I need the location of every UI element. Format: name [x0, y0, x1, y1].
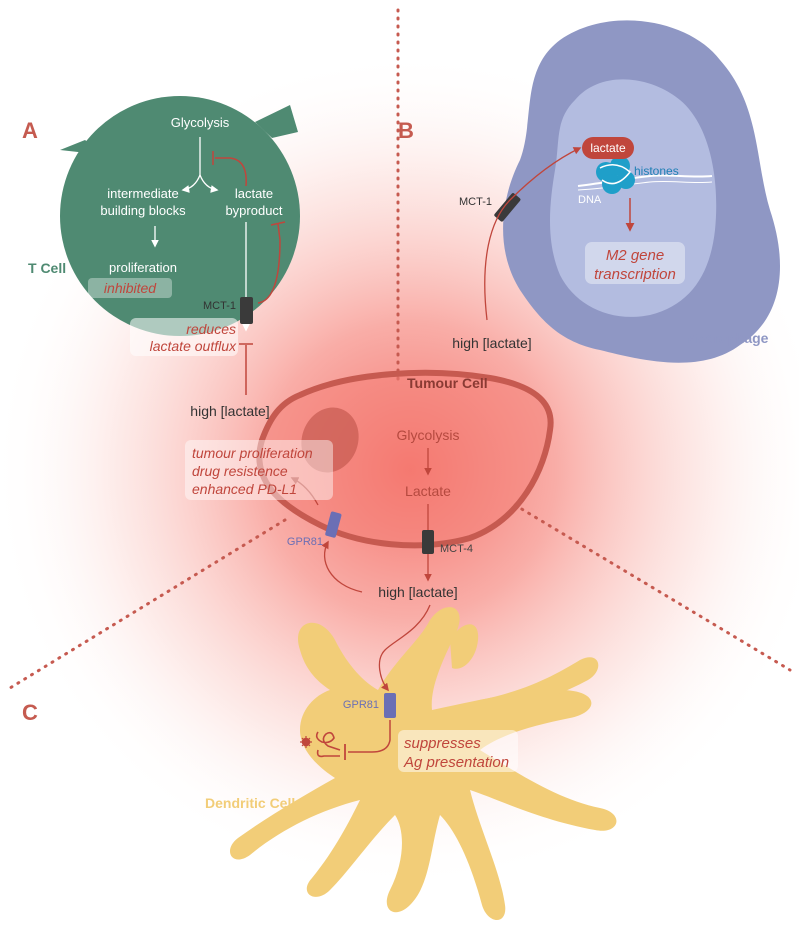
- dendritic-effect-line2: Ag presentation: [403, 754, 509, 771]
- t-cell-inhibition-arrows: [212, 151, 286, 395]
- macrophage-uptake-arrow: [484, 147, 582, 321]
- t-cell-glycolysis: Glycolysis: [171, 115, 230, 130]
- nucleus-lactate-label: lactate: [590, 141, 626, 155]
- divider-lines: [8, 8, 792, 690]
- t-cell: [60, 96, 300, 336]
- dna-strand-2: [577, 180, 713, 191]
- histone-cluster: [596, 156, 635, 194]
- tumour-effect-3: enhanced PD-L1: [192, 481, 297, 497]
- t-cell-mct1-label: MCT-1: [203, 300, 236, 312]
- macrophage-mct1-label: MCT-1: [459, 196, 492, 208]
- tumour-high-lactate: high [lactate]: [378, 584, 457, 600]
- macrophage-mct1-transporter: [494, 193, 521, 222]
- t-cell-body: [60, 96, 300, 336]
- t-cell-intermediate-line2: building blocks: [100, 203, 186, 218]
- t-cell-high-lactate: high [lactate]: [190, 403, 269, 419]
- t-cell-effect-line1: reduces: [186, 321, 236, 337]
- t-cell-mct1-transporter: [240, 297, 253, 324]
- mct4-transporter: [422, 530, 434, 554]
- tumour-effect-arrow: [290, 477, 319, 506]
- t-cell-intermediate-line1: intermediate: [107, 186, 179, 201]
- histones-label: histones: [634, 164, 679, 178]
- dna-strand: [577, 174, 713, 187]
- t-cell-lactate-line2: byproduct: [225, 203, 282, 218]
- t-cell-inhibited: inhibited: [104, 280, 157, 296]
- dendritic-uptake-arrow: [378, 604, 431, 692]
- macrophage-high-lactate: high [lactate]: [452, 335, 531, 351]
- panel-label-c: C: [22, 700, 38, 725]
- tumour-gpr81-arrow: [321, 540, 363, 593]
- macrophage-label: Macrophage: [686, 330, 769, 346]
- m2-effect-line2: transcription: [594, 266, 676, 283]
- tumour-cell-label: Tumour Cell: [407, 375, 488, 391]
- nucleus-lactate-badge: [582, 137, 634, 159]
- mct4-label: MCT-4: [440, 543, 473, 555]
- m2-effect-line1: M2 gene: [606, 247, 664, 264]
- mhc-antigen-icon: [300, 731, 341, 758]
- tumour-glycolysis: Glycolysis: [396, 427, 459, 443]
- dendritic-gpr81-label: GPR81: [343, 699, 379, 711]
- t-cell-lactate-line1: lactate: [235, 186, 273, 201]
- inhibited-badge: [88, 278, 172, 298]
- tumour-gpr81-receptor: [325, 511, 342, 538]
- tumour-effects-box: [185, 440, 333, 500]
- m2-effect-box: [585, 242, 685, 284]
- dendritic-inhibition-line: [348, 720, 391, 753]
- dendritic-effect-line1: suppresses: [404, 735, 481, 752]
- tumour-effect-1: tumour proliferation: [192, 445, 313, 461]
- tumour-nucleus: [301, 407, 359, 473]
- tumour-effect-2: drug resistence: [192, 463, 288, 479]
- t-cell-effect-box: [130, 318, 238, 356]
- t-cell-proliferation: proliferation: [109, 260, 177, 275]
- tumour-gpr81-label: GPR81: [287, 536, 323, 548]
- dendritic-gpr81-receptor: [384, 693, 396, 718]
- panel-label-a: A: [22, 118, 38, 143]
- t-cell-effect-line2: lactate outflux: [150, 338, 237, 354]
- dendritic-effect-box: [398, 730, 518, 772]
- dna-label: DNA: [578, 194, 602, 206]
- t-cell-label: T Cell: [28, 260, 66, 276]
- dendritic-cell-label: Dendritic Cell: [205, 795, 295, 811]
- panel-label-b: B: [398, 118, 414, 143]
- tumour-lactate: Lactate: [405, 483, 451, 499]
